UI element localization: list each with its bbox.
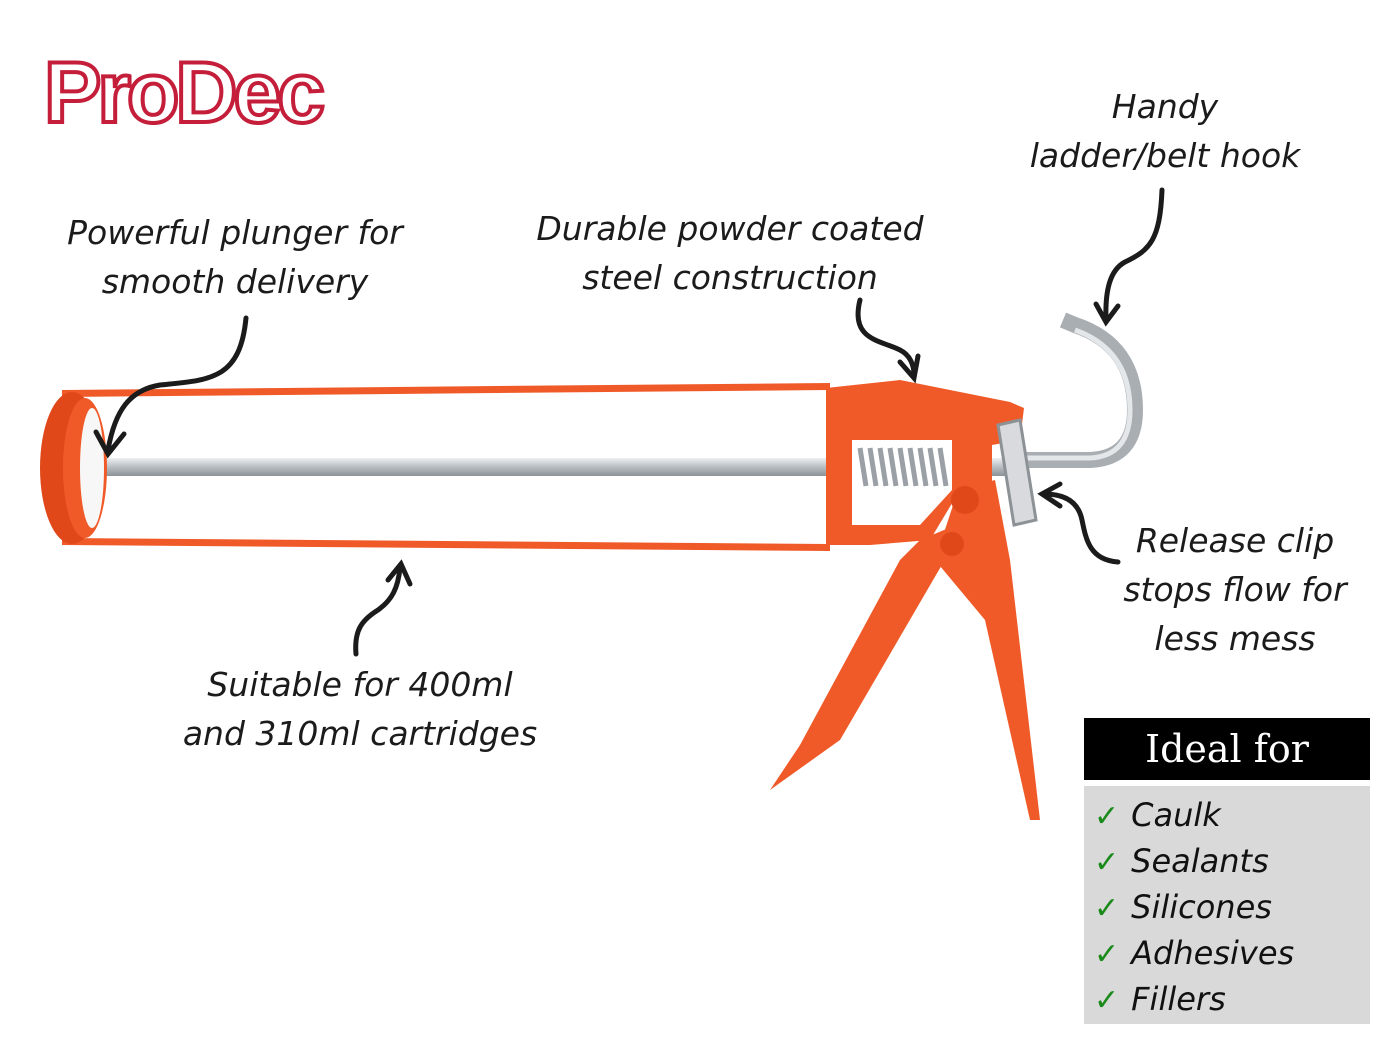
arrowhead-cartridge — [385, 559, 413, 587]
steel-line-2: steel construction — [582, 258, 878, 297]
release-annotation: Release clip stops flow for less mess — [1100, 516, 1370, 663]
steel-line-1: Durable powder coated — [536, 209, 924, 248]
release-line-2: stops flow for — [1123, 570, 1347, 609]
plunger-rod — [95, 458, 1015, 476]
item-label: Fillers — [1131, 980, 1226, 1018]
arrow-hook — [1103, 187, 1165, 323]
frame-top-rail — [62, 383, 830, 397]
cartridge-annotation: Suitable for 400ml and 310ml cartridges — [160, 660, 560, 758]
release-clip — [996, 418, 1038, 527]
hook-line-2: ladder/belt hook — [1029, 136, 1301, 175]
fixed-handle — [770, 520, 968, 790]
hook-line-1: Handy — [1111, 87, 1219, 126]
release-line-1: Release clip — [1135, 521, 1335, 560]
steel-annotation: Durable powder coated steel construction — [520, 204, 940, 302]
arrowhead-release — [1037, 481, 1063, 509]
list-item: ✓ Silicones — [1084, 884, 1370, 930]
ideal-for-list: ✓ Caulk ✓ Sealants ✓ Silicones ✓ Adhesives ✓… — [1084, 786, 1370, 1024]
frame-bottom-rail — [62, 538, 830, 551]
plunger-line-1: Powerful plunger for — [67, 213, 403, 252]
list-item: ✓ Fillers — [1084, 976, 1370, 1022]
cartridge-line-1: Suitable for 400ml — [207, 665, 513, 704]
prodec-logo: ProDec — [42, 45, 327, 141]
checkmark-icon: ✓ — [1094, 845, 1120, 880]
plunger-annotation: Powerful plunger for smooth delivery — [40, 208, 430, 306]
checkmark-icon: ✓ — [1094, 799, 1120, 834]
arrowhead-plunger — [93, 429, 127, 459]
item-label: Adhesives — [1131, 934, 1295, 972]
cartridge-line-2: and 310ml cartridges — [182, 714, 538, 753]
ideal-for-title: Ideal for — [1084, 718, 1370, 780]
item-label: Sealants — [1131, 842, 1269, 880]
release-line-3: less mess — [1154, 619, 1316, 658]
list-item: ✓ Caulk — [1084, 792, 1370, 838]
arrow-release — [1041, 491, 1121, 565]
list-item: ✓ Adhesives — [1084, 930, 1370, 976]
checkmark-icon: ✓ — [1094, 937, 1120, 972]
hook-annotation: Handy ladder/belt hook — [1010, 82, 1320, 180]
item-label: Caulk — [1131, 796, 1221, 834]
arrow-cartridge — [353, 565, 403, 657]
trigger-handle — [935, 480, 1040, 820]
arrowhead-steel — [897, 353, 921, 384]
arrow-steel — [855, 297, 917, 378]
plunger-line-2: smooth delivery — [101, 262, 369, 301]
arrow-plunger — [105, 315, 249, 453]
checkmark-icon: ✓ — [1094, 891, 1120, 926]
arrowhead-hook — [1093, 301, 1121, 327]
ideal-for-panel: Ideal for ✓ Caulk ✓ Sealants ✓ Silicones ✓ A… — [1084, 718, 1370, 1024]
list-item: ✓ Sealants — [1084, 838, 1370, 884]
checkmark-icon: ✓ — [1094, 983, 1120, 1018]
spring — [857, 447, 949, 487]
item-label: Silicones — [1131, 888, 1272, 926]
